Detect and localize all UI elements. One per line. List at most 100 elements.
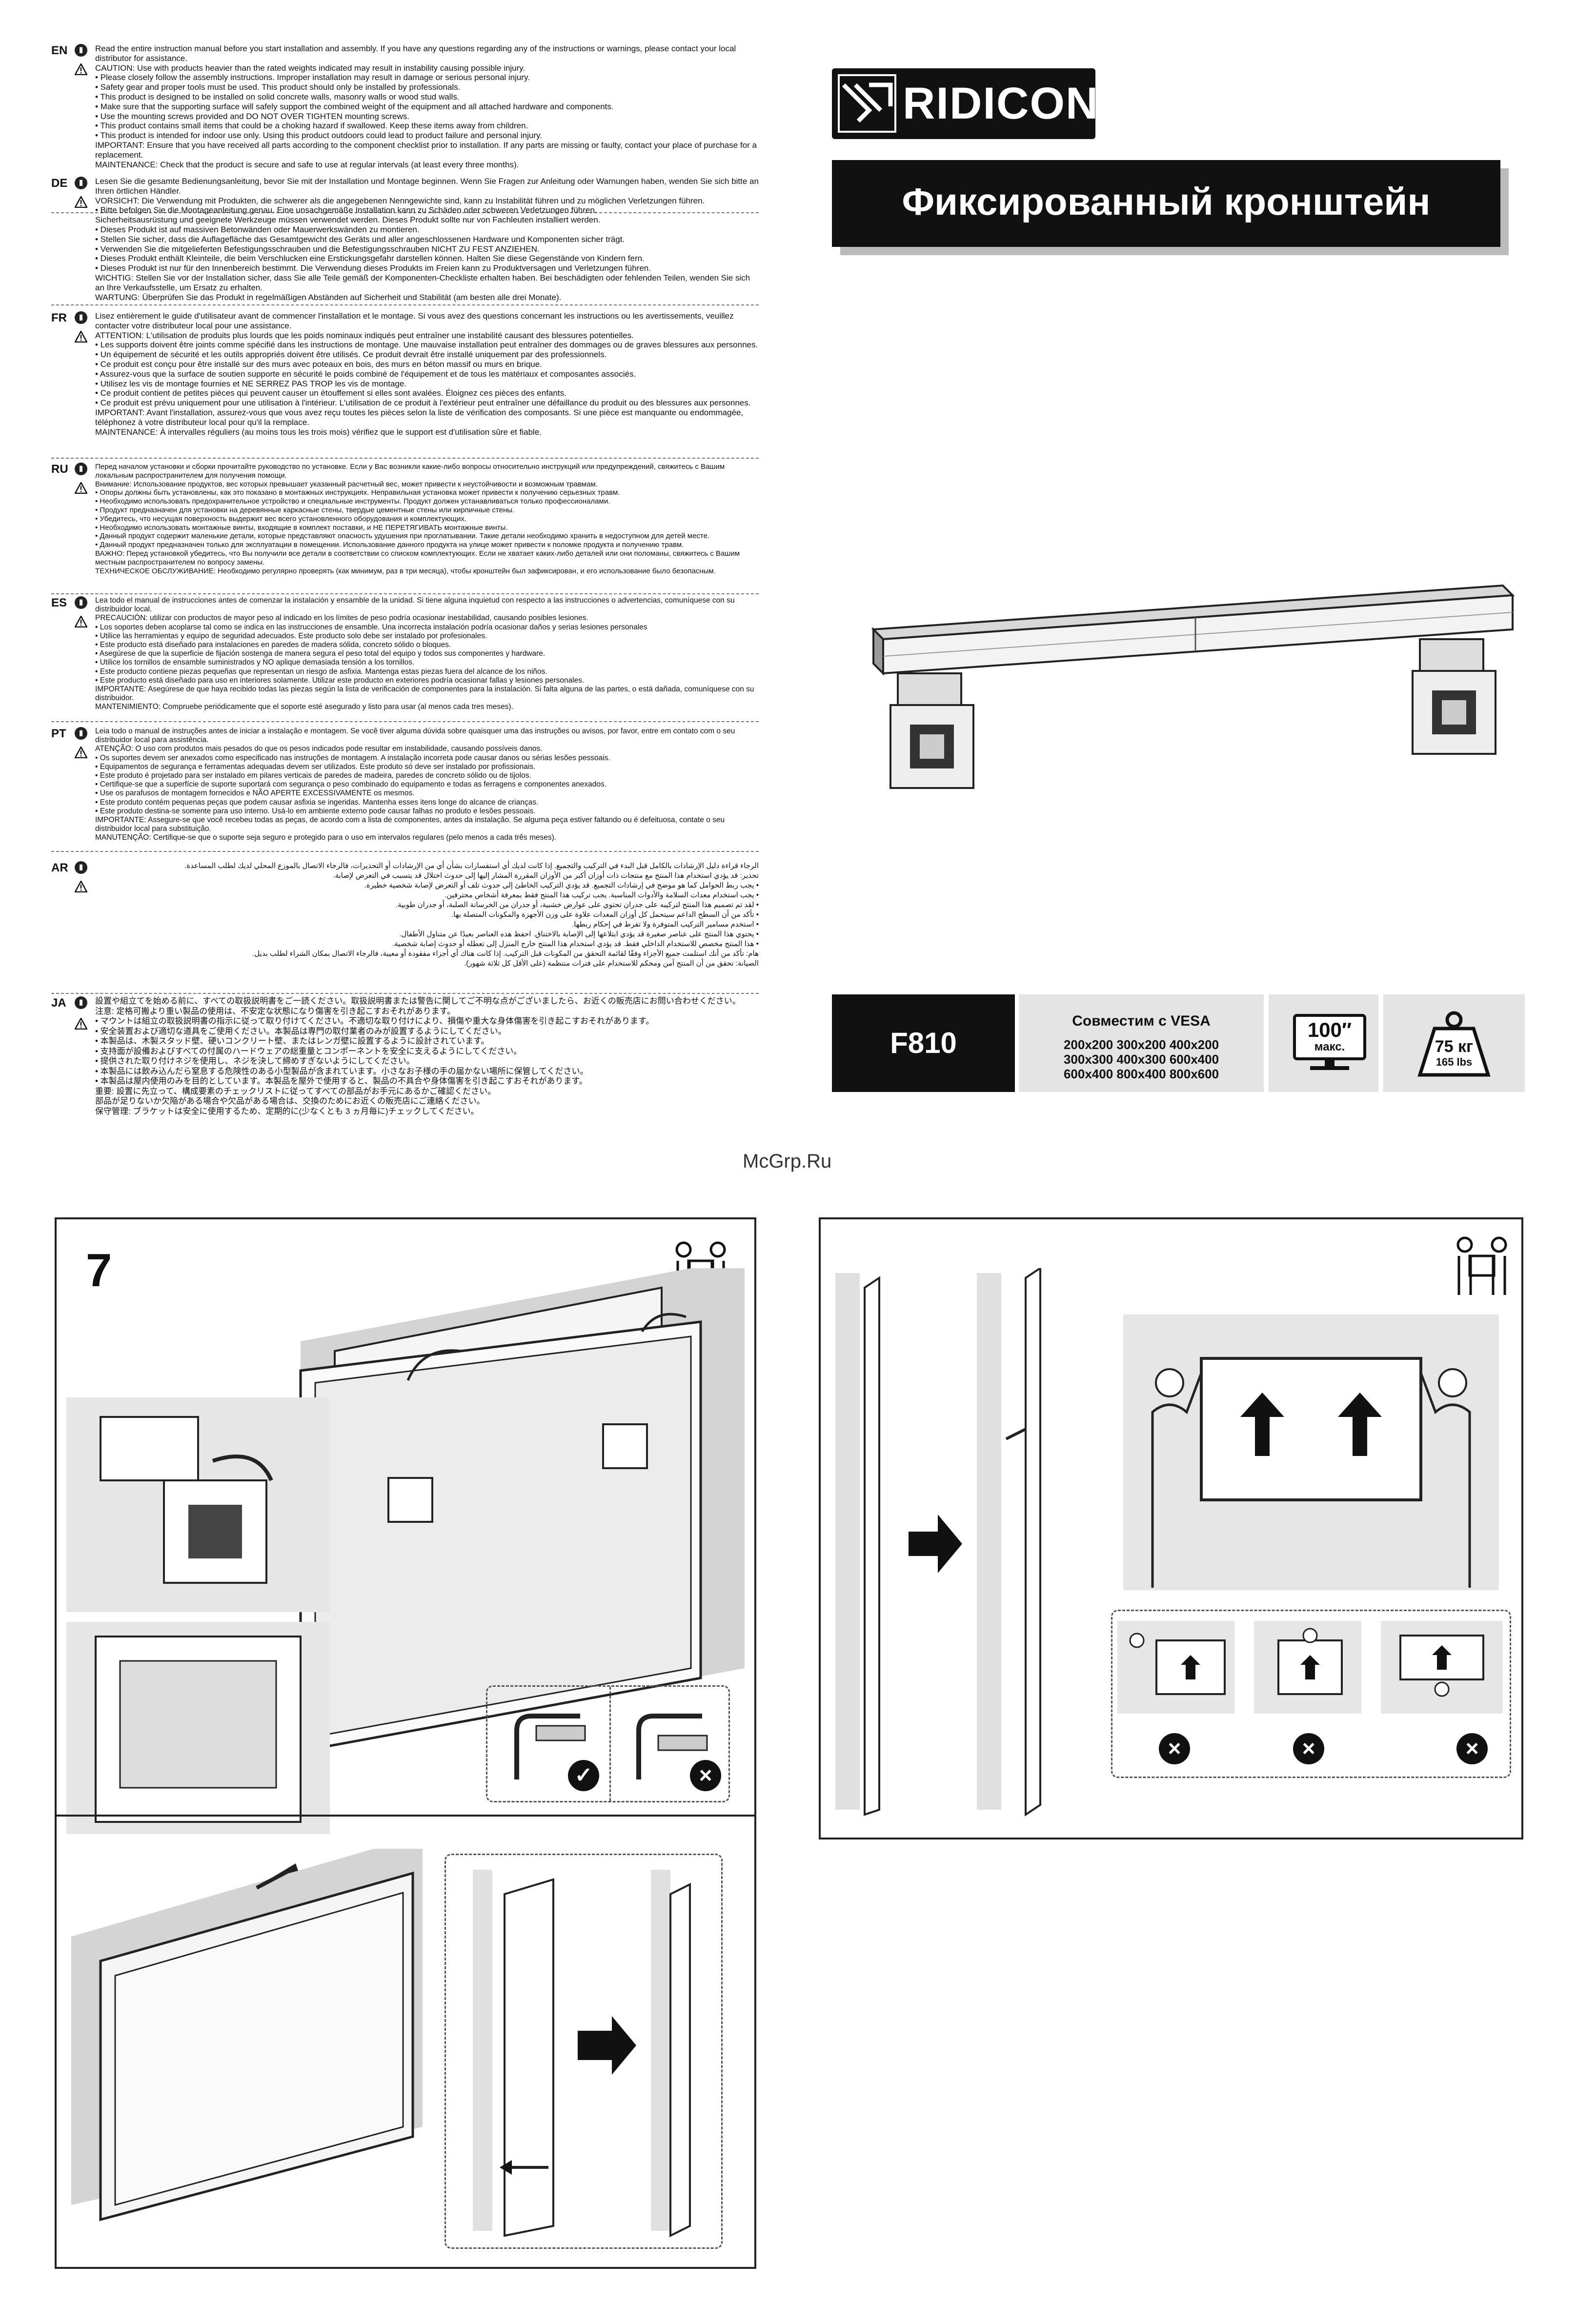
divider	[51, 851, 759, 852]
step-7-panel: 7	[55, 1217, 756, 2269]
lang-code: PT	[51, 727, 66, 740]
wall-mount-illustration	[299, 1268, 745, 1753]
lang-code: RU	[51, 463, 68, 476]
tv-size-unit: макс.	[1314, 1040, 1345, 1053]
book-icon: ▮	[75, 996, 87, 1009]
lang-text: Перед началом установки и сборки прочита…	[95, 463, 740, 575]
title-banner: Фиксированный кронштейн	[832, 160, 1500, 247]
vesa-title: Совместим с VESA	[1072, 1013, 1211, 1029]
incorrect-example-1	[1117, 1621, 1234, 1714]
bracket-illustration	[871, 584, 1515, 789]
lang-code: EN	[51, 44, 68, 57]
people-lifting-tv	[1151, 1357, 1471, 1588]
detail-box-2	[66, 1622, 330, 1834]
lang-text: Read the entire instruction manual befor…	[95, 44, 757, 169]
side-view-detail	[473, 1870, 691, 2238]
lang-code: JA	[51, 996, 66, 1010]
lang-text: Leia todo o manual de instruções antes d…	[95, 727, 735, 842]
lang-code: DE	[51, 177, 68, 190]
lang-block-de: DE ▮ Lesen Sie die gesamte Bedienungsanl…	[51, 177, 759, 305]
hook-correct-detail	[514, 1714, 586, 1779]
lang-code: AR	[51, 861, 68, 874]
lang-block-fr: FR ▮ Lisez entièrement le guide d'utilis…	[51, 311, 759, 459]
warning-icon	[75, 747, 87, 758]
detail-box-1	[66, 1397, 330, 1612]
watermark: McGrp.Ru	[743, 1151, 832, 1172]
cross-icon: ×	[1456, 1733, 1488, 1764]
screen-size-box: 100″ макс.	[1269, 994, 1378, 1092]
divider	[51, 212, 759, 213]
vesa-line: 600x400 800x400 800x600	[1063, 1067, 1219, 1081]
warning-icon	[75, 63, 87, 75]
logo-mark-icon	[838, 74, 896, 133]
weight-lbs: 165 lbs	[1435, 1056, 1473, 1068]
book-icon: ▮	[75, 311, 87, 324]
warning-icon	[75, 196, 87, 208]
warning-icon	[75, 616, 87, 627]
cross-icon: ×	[690, 1760, 721, 1791]
lang-text: الرجاء قراءة دليل الإرشادات بالكامل قبل …	[184, 862, 759, 968]
bracket-hook-detail	[100, 1416, 273, 1584]
divider	[609, 1687, 611, 1801]
divider	[51, 721, 759, 722]
lang-code: ES	[51, 596, 67, 609]
single-person-lift-2	[1277, 1628, 1343, 1695]
book-icon: ▮	[75, 727, 87, 740]
lang-text: Lea todo el manual de instrucciones ante…	[95, 596, 754, 711]
weight-box: 75 кг 165 lbs	[1383, 994, 1525, 1092]
tv-stand-icon	[1325, 1060, 1334, 1067]
brand-logo: RIDICON	[832, 68, 1098, 139]
weight-icon	[1417, 1011, 1491, 1077]
incorrect-example-2	[1254, 1621, 1361, 1714]
lang-text: 設置や組立てを始める前に、すべての取扱説明書をご一読ください。取扱説明書または警…	[95, 996, 741, 1116]
warning-icon	[75, 331, 87, 343]
tv-size: 100″	[1307, 1018, 1352, 1041]
lang-block-ar: AR ▮ الرجاء قراءة دليل الإرشادات بالكامل…	[51, 861, 759, 994]
vesa-box: Совместим с VESA 200x200 300x200 400x200…	[1019, 994, 1264, 1092]
book-icon: ▮	[75, 861, 87, 874]
cross-icon: ×	[1293, 1733, 1324, 1764]
lang-block-ru: RU ▮ Перед началом установки и сборки пр…	[51, 463, 759, 594]
divider	[51, 304, 759, 305]
step-number: 7	[86, 1244, 112, 1296]
vesa-line: 200x200 300x200 400x200	[1063, 1037, 1219, 1052]
warning-icon	[75, 881, 87, 892]
lang-text: Lesen Sie die gesamte Bedienungsanleitun…	[95, 177, 759, 302]
lift-tv-illustration-box	[1123, 1314, 1499, 1590]
divider	[51, 993, 759, 994]
lang-code: FR	[51, 311, 67, 324]
hook-incorrect-detail	[636, 1714, 708, 1779]
cross-icon: ×	[1159, 1733, 1190, 1764]
divider	[51, 593, 759, 594]
check-icon: ✓	[568, 1760, 599, 1791]
lang-block-ja: JA ▮ 設置や組立てを始める前に、すべての取扱説明書をご一読ください。取扱説明…	[51, 996, 759, 1182]
two-person-icon	[1456, 1236, 1507, 1295]
weight-kg: 75 кг	[1435, 1037, 1474, 1056]
tv-icon: 100″ макс.	[1293, 1014, 1366, 1060]
lang-text: Lisez entièrement le guide d'utilisateur…	[95, 311, 758, 437]
book-icon: ▮	[75, 463, 87, 475]
product-title: Фиксированный кронштейн	[902, 180, 1431, 223]
single-person-lift-1	[1129, 1633, 1226, 1695]
book-icon: ▮	[75, 177, 87, 189]
side-view-box	[445, 1854, 723, 2249]
correct-incorrect-box: ✓ ×	[486, 1685, 730, 1802]
incorrect-example-3	[1381, 1621, 1503, 1714]
vesa-line: 300x300 400x300 600x400	[1063, 1052, 1219, 1067]
section-divider	[57, 1815, 754, 1817]
hanging-plate-detail	[95, 1636, 302, 1823]
side-view-sequence	[835, 1268, 1041, 1817]
lift-tv-panel: × × ×	[819, 1217, 1523, 1839]
divider	[51, 458, 759, 459]
model-badge: F810	[832, 994, 1015, 1092]
book-icon: ▮	[75, 596, 87, 609]
single-person-lift-3	[1399, 1635, 1484, 1697]
incorrect-lifting-box: × × ×	[1111, 1610, 1511, 1778]
lang-block-es: ES ▮ Lea todo el manual de instrucciones…	[51, 596, 759, 722]
brand-name: RIDICON	[903, 79, 1099, 128]
warning-icon	[75, 482, 87, 494]
lang-block-pt: PT ▮ Leia todo o manual de instruções an…	[51, 727, 759, 852]
book-icon: ▮	[75, 44, 87, 57]
tv-base-icon	[1310, 1066, 1349, 1070]
warning-icon	[75, 1018, 87, 1030]
